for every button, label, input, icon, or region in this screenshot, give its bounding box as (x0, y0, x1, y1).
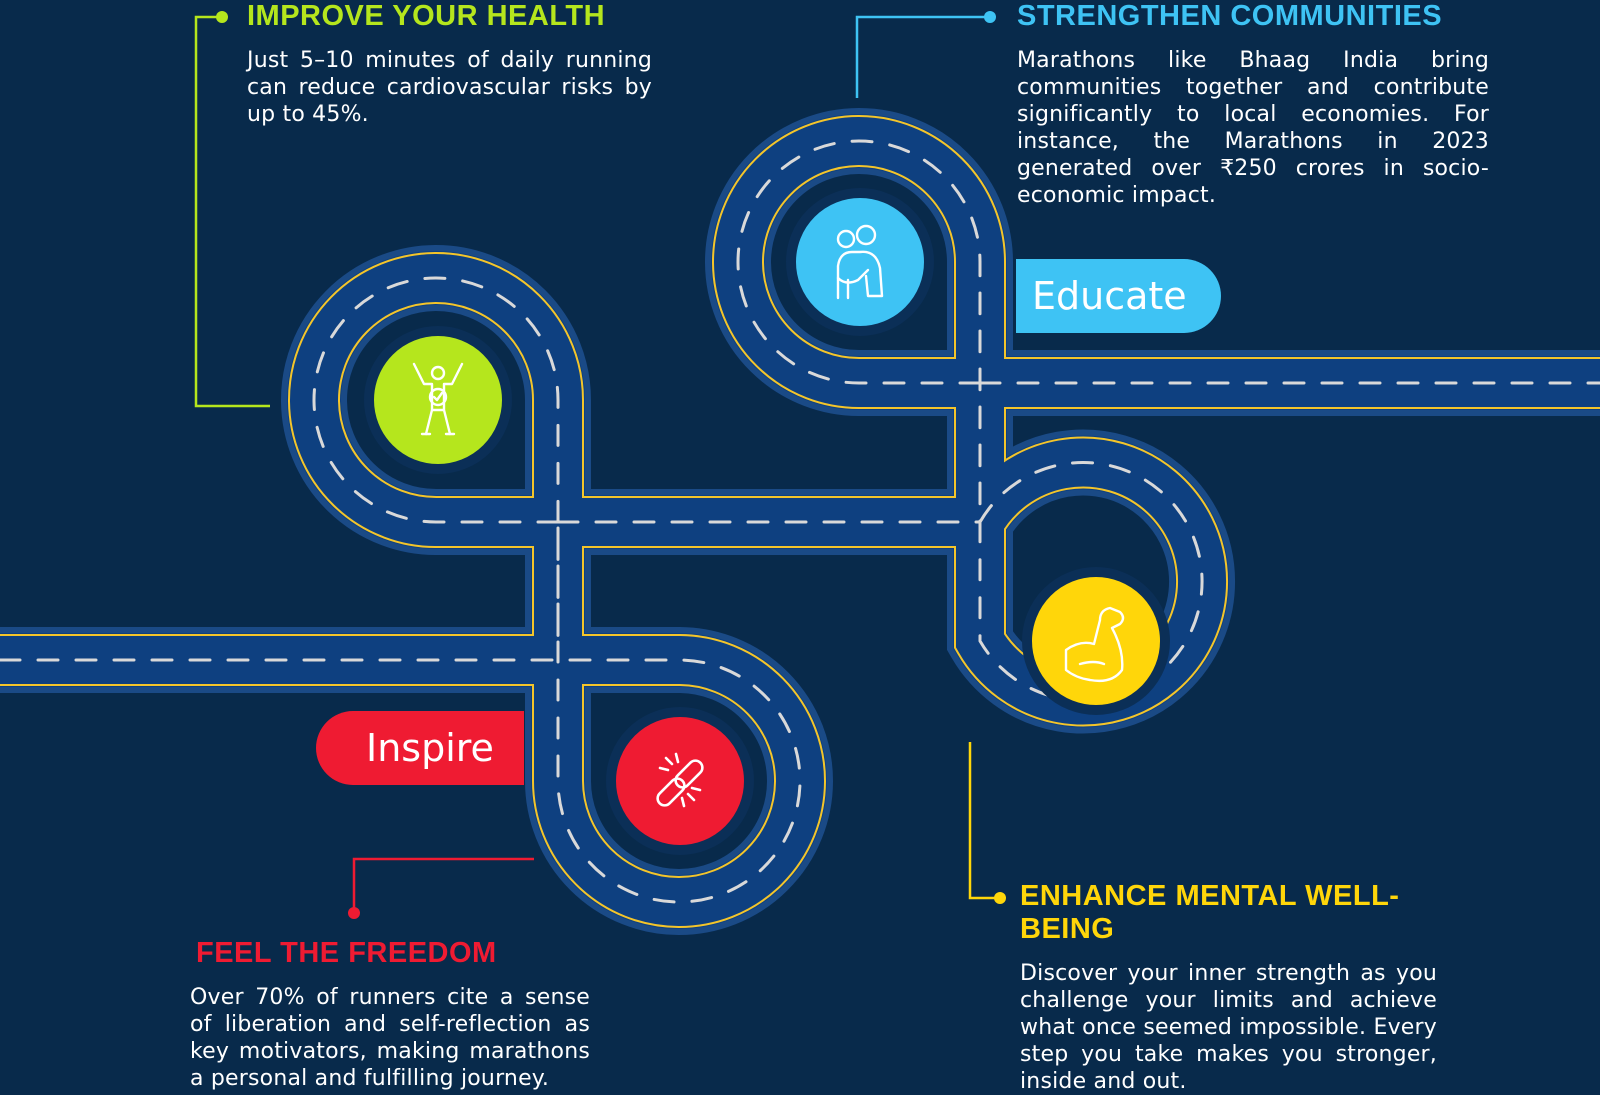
leader-line (194, 15, 270, 408)
leader-lines (194, 11, 1006, 919)
leader-dot (348, 907, 360, 919)
community-circle (786, 188, 934, 336)
road-segment (736, 139, 982, 524)
inspire-label: Inspire (316, 711, 524, 785)
leader-line (968, 742, 1000, 900)
health-title: IMPROVE YOUR HEALTH (247, 0, 606, 32)
leader-dot (216, 11, 228, 23)
mental-section: ENHANCE MENTAL WELL-BEING Discover your … (1020, 880, 1437, 1095)
health-body: Just 5–10 minutes of daily running can r… (247, 48, 652, 127)
broken-chain-icon (656, 752, 704, 808)
freedom-section: FEEL THE FREEDOM Over 70% of runners cit… (190, 937, 590, 1092)
freedom-circle (606, 707, 754, 855)
flexed-arm-icon (1064, 606, 1125, 683)
road-segment (312, 276, 560, 662)
freedom-title: FEEL THE FREEDOM (196, 937, 497, 969)
road-segment (0, 520, 802, 904)
leader-dot (994, 892, 1006, 904)
icon-circles (364, 188, 1170, 855)
celebrating-runner-icon (412, 362, 464, 436)
health-section: IMPROVE YOUR HEALTH Just 5–10 minutes of… (247, 0, 652, 128)
leader-dot (984, 11, 996, 23)
community-body: Marathons like Bhaag India bring communi… (1017, 48, 1489, 208)
mental-body: Discover your inner strength as you chal… (1020, 961, 1437, 1094)
community-title: STRENGTHEN COMMUNITIES (1017, 0, 1443, 32)
community-section: STRENGTHEN COMMUNITIES Marathons like Bh… (1017, 0, 1489, 209)
hug-icon (836, 224, 884, 300)
mental-circle (1022, 567, 1170, 715)
leader-line (352, 857, 534, 913)
mental-title: ENHANCE MENTAL WELL-BEING (1020, 880, 1400, 945)
leader-line (855, 15, 990, 98)
educate-label: Educate (1016, 259, 1221, 333)
freedom-body: Over 70% of runners cite a sense of libe… (190, 985, 590, 1091)
